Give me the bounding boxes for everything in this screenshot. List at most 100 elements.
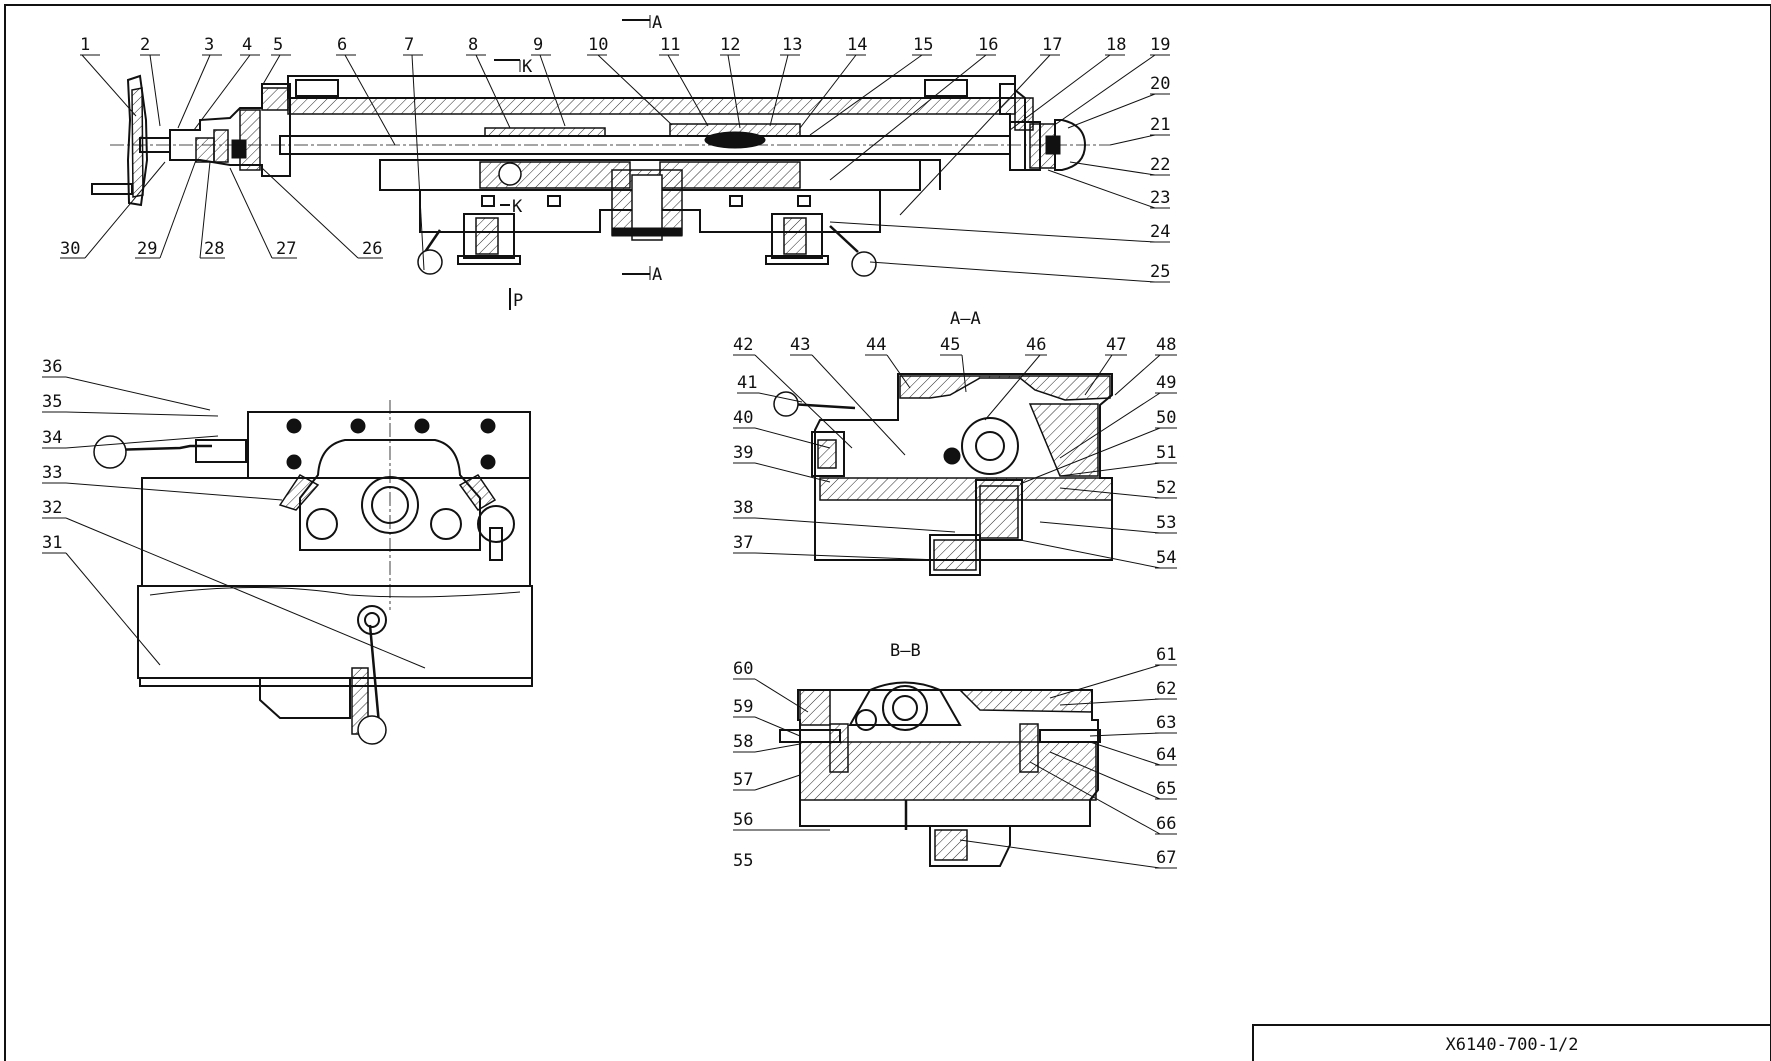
callout-37: 37 (733, 533, 753, 553)
callout-33: 33 (42, 463, 62, 483)
callouts-section-aa (733, 354, 1177, 569)
callout-30: 30 (60, 239, 80, 259)
callouts-side-view (42, 376, 426, 669)
section-aa-title: A—A (950, 309, 981, 329)
callout-41: 41 (737, 373, 757, 393)
callout-15: 15 (913, 35, 933, 55)
lock-lever-right (765, 213, 877, 277)
callout-67: 67 (1156, 848, 1176, 868)
callout-63: 63 (1156, 713, 1176, 733)
section-mark-k-bottom: K (512, 197, 523, 217)
callout-26: 26 (362, 239, 382, 259)
callout-3: 3 (204, 35, 214, 55)
callout-61: 61 (1156, 645, 1176, 665)
callout-21: 21 (1150, 115, 1170, 135)
callout-12: 12 (720, 35, 740, 55)
callout-52: 52 (1156, 478, 1176, 498)
side-view-bolt-heads (286, 418, 496, 470)
callout-5: 5 (273, 35, 283, 55)
callout-40: 40 (733, 408, 753, 428)
section-mark-a-bottom: A (652, 265, 662, 285)
callout-59: 59 (733, 697, 753, 717)
callout-45: 45 (940, 335, 960, 355)
callout-60: 60 (733, 659, 753, 679)
callout-24: 24 (1150, 222, 1170, 242)
top-longitudinal-section (91, 74, 1110, 277)
callout-31: 31 (42, 533, 62, 553)
callout-50: 50 (1156, 408, 1176, 428)
callout-48: 48 (1156, 335, 1176, 355)
callout-38: 38 (733, 498, 753, 518)
callout-4: 4 (242, 35, 252, 55)
callout-66: 66 (1156, 814, 1176, 834)
callout-numbers-section-aa: 42 43 44 45 46 47 48 41 40 39 38 37 49 5… (733, 335, 1176, 568)
callout-56: 56 (733, 810, 753, 830)
callout-numbers-side-view: 36 35 34 33 32 31 (42, 357, 62, 553)
callout-64: 64 (1156, 745, 1176, 765)
callout-53: 53 (1156, 513, 1176, 533)
section-bb: B—B (779, 641, 1101, 867)
base-bolts (481, 195, 811, 207)
callout-8: 8 (468, 35, 478, 55)
callout-58: 58 (733, 732, 753, 752)
callout-62: 62 (1156, 679, 1176, 699)
callout-7: 7 (404, 35, 414, 55)
callout-18: 18 (1106, 35, 1126, 55)
callout-23: 23 (1150, 188, 1170, 208)
callout-51: 51 (1156, 443, 1176, 463)
section-mark-a-top: A (652, 13, 662, 33)
callout-39: 39 (733, 443, 753, 463)
callout-9: 9 (533, 35, 543, 55)
callout-35: 35 (42, 392, 62, 412)
section-aa: A—A (773, 309, 1113, 576)
callout-13: 13 (782, 35, 802, 55)
callout-57: 57 (733, 770, 753, 790)
drawing-number: X6140-700-1/2 (1445, 1035, 1579, 1055)
callout-28: 28 (204, 239, 224, 259)
callout-65: 65 (1156, 779, 1176, 799)
callout-46: 46 (1026, 335, 1046, 355)
callout-54: 54 (1156, 548, 1176, 568)
callouts-section-bb (733, 664, 1177, 869)
callout-17: 17 (1042, 35, 1062, 55)
callout-1: 1 (80, 35, 90, 55)
callout-11: 11 (660, 35, 680, 55)
section-marks: A A K K P (494, 13, 662, 311)
callout-47: 47 (1106, 335, 1126, 355)
callout-10: 10 (588, 35, 608, 55)
right-bearing-cap (1009, 119, 1087, 171)
callout-numbers-top: 1 2 3 4 5 6 7 8 9 10 11 12 13 14 15 16 1… (60, 35, 1170, 282)
side-view (93, 400, 533, 745)
callout-20: 20 (1150, 74, 1170, 94)
section-bb-title: B—B (890, 641, 921, 661)
saddle-body (379, 159, 941, 233)
callout-32: 32 (42, 498, 62, 518)
handwheel (91, 74, 171, 207)
callout-numbers-section-bb: 60 59 58 57 56 55 61 62 63 64 65 66 67 (733, 645, 1176, 871)
callout-44: 44 (866, 335, 886, 355)
callout-36: 36 (42, 357, 62, 377)
section-mark-k-top: K (522, 57, 533, 77)
nut-assembly (611, 169, 683, 241)
section-mark-p: P (513, 291, 523, 311)
callout-19: 19 (1150, 35, 1170, 55)
left-bearing-housing (169, 83, 291, 177)
callout-25: 25 (1150, 262, 1170, 282)
callout-29: 29 (137, 239, 157, 259)
callout-27: 27 (276, 239, 296, 259)
title-block (1252, 1024, 1771, 1061)
callout-6: 6 (337, 35, 347, 55)
callout-34: 34 (42, 428, 62, 448)
callout-16: 16 (978, 35, 998, 55)
table-body (287, 75, 1034, 171)
callouts-top (60, 54, 1170, 283)
callout-43: 43 (790, 335, 810, 355)
drawing-border (4, 4, 1771, 1061)
callout-42: 42 (733, 335, 753, 355)
lock-lever-left (417, 213, 521, 275)
callout-49: 49 (1156, 373, 1176, 393)
callout-22: 22 (1150, 155, 1170, 175)
callout-55: 55 (733, 851, 753, 871)
callout-2: 2 (140, 35, 150, 55)
